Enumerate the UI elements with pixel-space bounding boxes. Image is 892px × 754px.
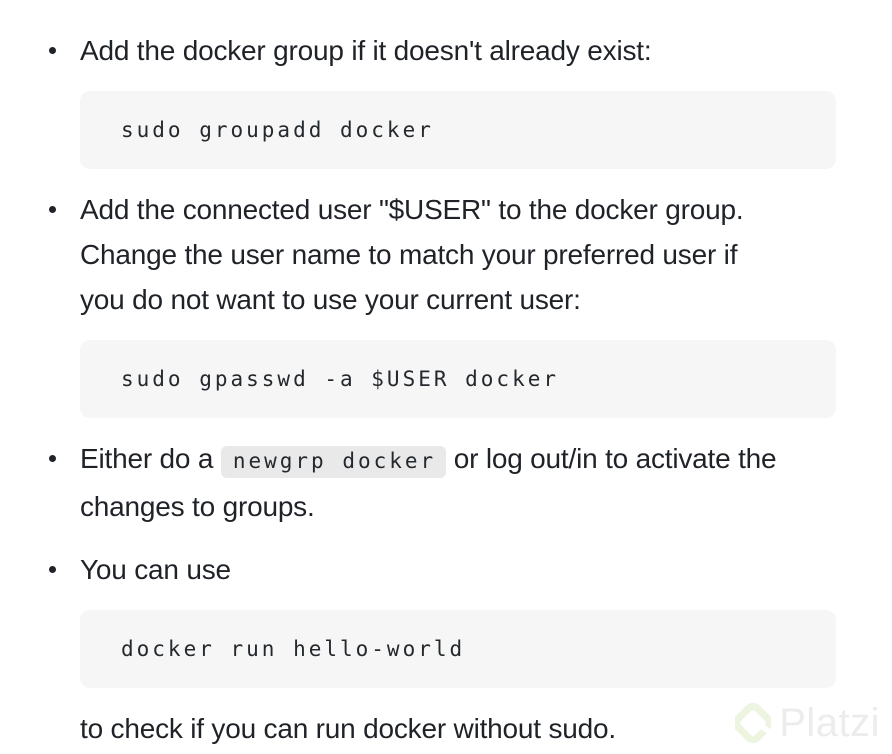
list-item-text-before: Either do a	[80, 443, 221, 474]
list-item-text: Add the docker group if it doesn't alrea…	[80, 35, 652, 66]
instruction-list: Add the docker group if it doesn't alrea…	[48, 28, 836, 751]
list-item: You can use docker run hello-world to ch…	[48, 547, 836, 751]
code-block: sudo gpasswd -a $USER docker	[80, 340, 836, 418]
list-item-text-after-code: to check if you can run docker without s…	[80, 713, 616, 744]
list-item: Either do a newgrp docker or log out/in …	[48, 436, 836, 529]
code-command: sudo groupadd docker	[121, 118, 434, 142]
list-item-text: You can use	[80, 554, 231, 585]
code-block: docker run hello-world	[80, 610, 836, 688]
list-item-text-after: or log out/in to activate the changes to…	[80, 443, 777, 522]
code-command: sudo gpasswd -a $USER docker	[121, 367, 560, 391]
list-item: Add the docker group if it doesn't alrea…	[48, 28, 836, 169]
code-block: sudo groupadd docker	[80, 91, 836, 169]
bullet-icon	[49, 455, 56, 462]
list-item-text: Add the connected user "$USER" to the do…	[80, 194, 744, 315]
bullet-icon	[49, 47, 56, 54]
bullet-icon	[49, 566, 56, 573]
inline-code: newgrp docker	[220, 446, 447, 478]
bullet-icon	[49, 206, 56, 213]
list-item: Add the connected user "$USER" to the do…	[48, 187, 836, 418]
code-command: docker run hello-world	[121, 637, 466, 661]
